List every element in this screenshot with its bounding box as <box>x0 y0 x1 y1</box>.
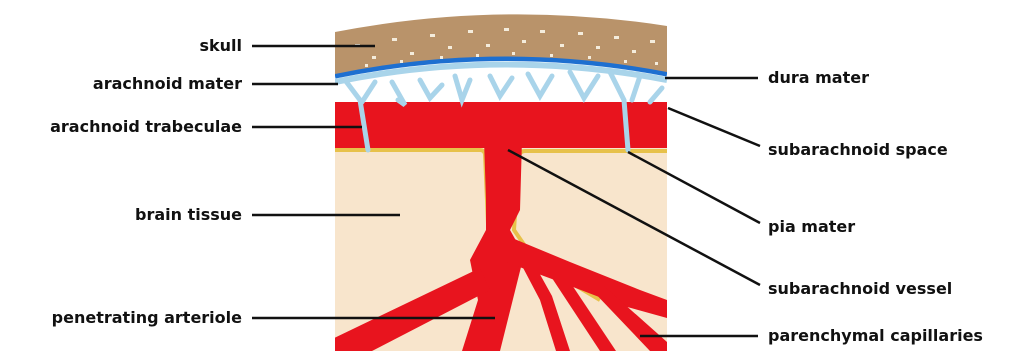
leader-subarachnoid-space <box>668 108 760 146</box>
label-subarachnoid-vessel: subarachnoid vessel <box>768 279 952 299</box>
label-pia-mater: pia mater <box>768 217 855 237</box>
label-arachnoid-trabeculae: arachnoid trabeculae <box>4 117 242 137</box>
label-arachnoid-mater: arachnoid mater <box>40 74 242 94</box>
label-parenchymal-capillaries: parenchymal capillaries <box>768 326 983 346</box>
label-dura-mater: dura mater <box>768 68 869 88</box>
label-penetrating-arteriole: penetrating arteriole <box>4 308 242 328</box>
tissue-block <box>330 14 667 351</box>
label-brain-tissue: brain tissue <box>40 205 242 225</box>
label-skull: skull <box>180 36 242 56</box>
label-subarachnoid-space: subarachnoid space <box>768 140 948 160</box>
